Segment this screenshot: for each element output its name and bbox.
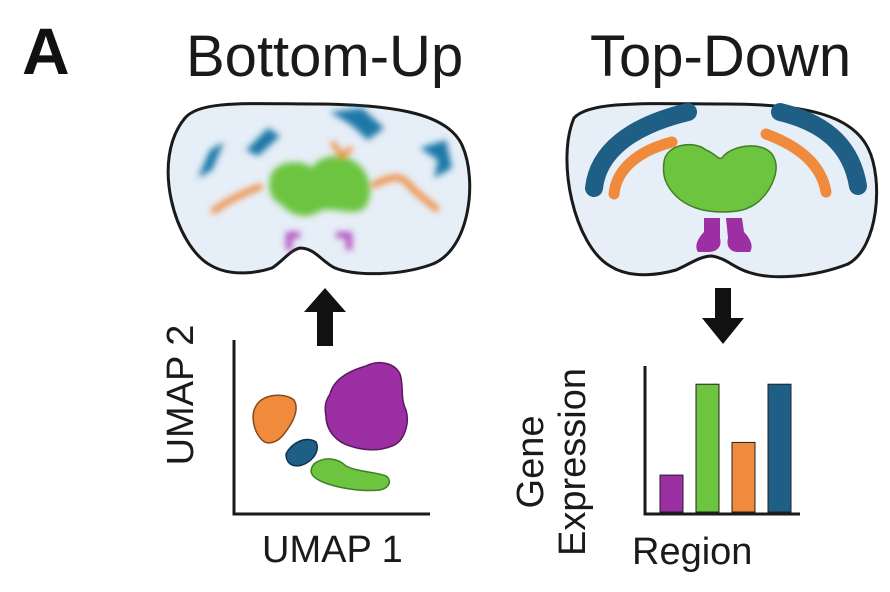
- up-arrow: [304, 288, 346, 346]
- bar-chart-x-axis-label: Region: [632, 531, 753, 573]
- right-purple-region-right: [726, 218, 752, 252]
- umap-axes: [232, 340, 430, 516]
- panel-letter: A: [22, 14, 70, 88]
- left-blue-shard-3: [330, 108, 384, 140]
- right-purple-region-left: [696, 218, 721, 252]
- right-green-region: [662, 143, 777, 213]
- right-brain: [565, 102, 879, 279]
- bottom-up-title: Bottom-Up: [186, 24, 464, 89]
- bar-2: [695, 383, 720, 513]
- bar-chart-y-axis-label-line1: Gene: [510, 415, 553, 509]
- left-blue-shard-2: [246, 128, 280, 156]
- left-purple-mark-2: [336, 232, 352, 250]
- right-blue-arc-right: [771, 103, 867, 195]
- left-purple-mark-1: [286, 232, 300, 250]
- right-blue-arc-left: [585, 103, 697, 197]
- bar-4: [767, 383, 792, 513]
- bar-3: [731, 441, 756, 513]
- bar-chart-axes: [643, 366, 800, 516]
- left-green-region: [269, 155, 371, 216]
- gene-expression-chart: [643, 366, 800, 516]
- left-blue-shard-4: [420, 140, 452, 178]
- umap-cluster-purple: [324, 361, 408, 451]
- right-orange-arc-right: [760, 128, 832, 198]
- down-arrow: [702, 288, 744, 344]
- right-orange-arc-left: [608, 136, 678, 200]
- bar-chart-y-axis-label: Gene Expression: [510, 368, 595, 556]
- umap-cluster-blue: [285, 438, 319, 467]
- umap-cluster-green: [310, 458, 391, 492]
- bar-chart-y-axis-label-line2: Expression: [552, 368, 594, 556]
- left-orange-streak-3: [329, 140, 354, 160]
- bar-group: [659, 383, 792, 513]
- umap-plot: [232, 340, 430, 516]
- bar-1: [659, 474, 684, 513]
- left-orange-streak-1: [210, 183, 264, 215]
- left-brain: [166, 102, 472, 276]
- umap-x-axis-label: UMAP 1: [262, 529, 403, 571]
- top-down-title: Top-Down: [590, 24, 852, 89]
- left-orange-streak-2: [370, 174, 440, 213]
- umap-y-axis-label: UMAP 2: [160, 324, 202, 466]
- umap-cluster-orange: [252, 394, 297, 444]
- left-blue-shard-1: [198, 142, 224, 178]
